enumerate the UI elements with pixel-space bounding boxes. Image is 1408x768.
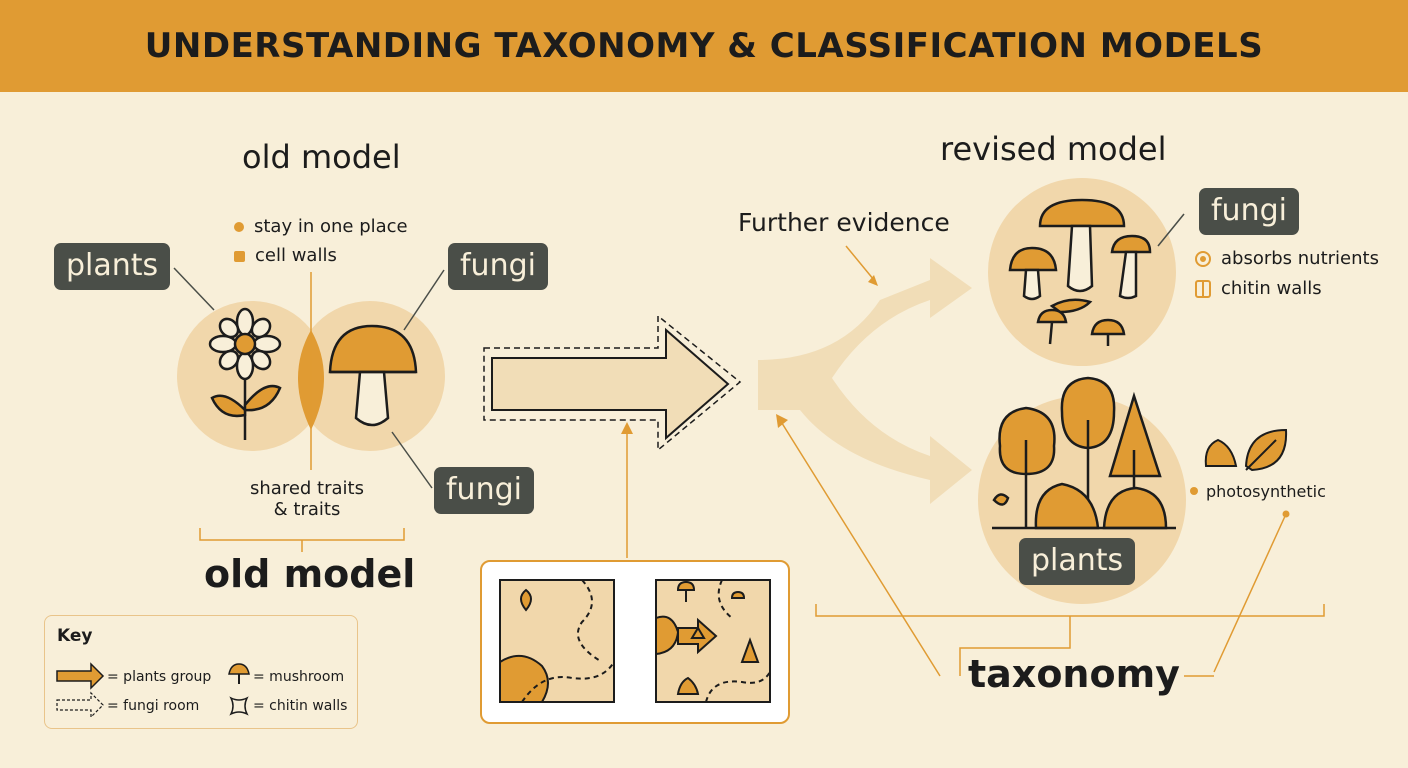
trait-absorbs: absorbs nutrients bbox=[1221, 248, 1379, 269]
trait-photosynthetic: photosynthetic bbox=[1206, 482, 1326, 501]
key-fungi-arrow-icon bbox=[56, 691, 104, 719]
mushroom-group-icon bbox=[1008, 198, 1152, 346]
old-model-bottom-label: old model bbox=[204, 552, 416, 596]
tree-group-icon bbox=[992, 376, 1176, 530]
key-fungi-room: = fungi room bbox=[107, 698, 200, 714]
trait-chitin: chitin walls bbox=[1221, 278, 1322, 299]
further-evidence-label: Further evidence bbox=[738, 208, 950, 237]
tag-plants-old: plants bbox=[54, 243, 171, 290]
key-chitin-walls: = chitin walls bbox=[253, 698, 348, 714]
key-plants-group: = plants group bbox=[107, 669, 212, 685]
chitin-icon bbox=[1195, 280, 1211, 298]
taxonomy-label: taxonomy bbox=[968, 652, 1180, 696]
tag-fungi-old-top: fungi bbox=[448, 243, 548, 290]
shared-traits-label: shared traits & traits bbox=[250, 478, 364, 520]
tag-fungi-revised: fungi bbox=[1199, 188, 1299, 235]
plants-group-arrow bbox=[491, 327, 730, 441]
nutrient-icon bbox=[1195, 251, 1211, 267]
leaf-icon bbox=[1204, 428, 1288, 472]
key-mushroom: = mushroom bbox=[253, 669, 345, 685]
mushroom-icon bbox=[328, 324, 418, 427]
tag-fungi-old-bottom: fungi bbox=[434, 467, 534, 514]
page-title: UNDERSTANDING TAXONOMY & CLASSIFICATION … bbox=[144, 26, 1264, 66]
map-pin-icon bbox=[520, 588, 532, 612]
flower-icon bbox=[208, 307, 282, 440]
trait-cell-walls: cell walls bbox=[234, 245, 337, 266]
map-illustration bbox=[499, 579, 771, 703]
key-icons bbox=[56, 662, 250, 719]
key-title: Key bbox=[57, 626, 93, 646]
map-panel bbox=[480, 560, 790, 724]
header-banner: UNDERSTANDING TAXONOMY & CLASSIFICATION … bbox=[0, 0, 1408, 92]
key-legend: Key = plants group = fungi room = mushro… bbox=[44, 615, 358, 729]
revised-model-heading: revised model bbox=[940, 130, 1167, 168]
key-mushroom-icon bbox=[228, 663, 250, 675]
key-chitin-icon bbox=[229, 696, 249, 716]
trait-stay: stay in one place bbox=[234, 216, 408, 237]
tag-plants-revised: plants bbox=[1019, 538, 1136, 585]
split-arrow bbox=[758, 258, 972, 504]
fungi-room-arrow bbox=[483, 314, 742, 452]
key-plants-arrow-icon bbox=[56, 662, 105, 690]
old-model-heading: old model bbox=[242, 138, 401, 176]
